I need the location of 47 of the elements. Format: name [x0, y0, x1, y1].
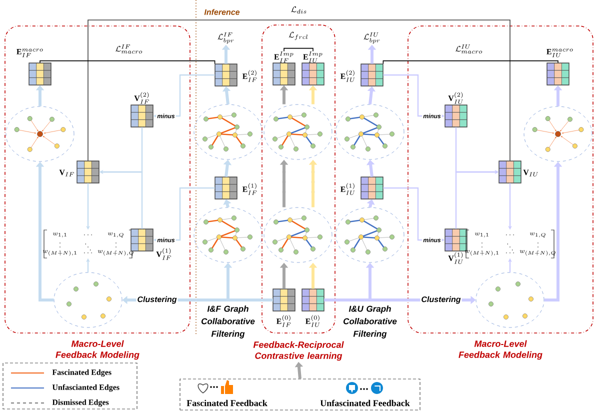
loss-label: $\mathcal{L}_{bpr}^{IF}$	[218, 32, 234, 44]
matrix-label: $\mathbf{E}_{IF}^{(1)}$	[242, 183, 257, 195]
matrix-label: $\mathbf{E}_{IU}^{(0)}$	[306, 315, 320, 327]
loss-label: $\mathcal{L}_{bpr}^{IU}$	[364, 32, 380, 44]
matrix-label: $\mathbf{E}_{IU}^{Imp}$	[303, 52, 322, 63]
loss-label: $\mathcal{L}_{frcl}$	[287, 30, 310, 42]
matrix-label: $\mathbf{E}_{IF}^{macro}$	[16, 48, 43, 58]
caption-text: I&F Graph Collaborative Filtering	[201, 306, 255, 338]
edge-label: Clustering	[420, 295, 462, 305]
weight-matrix: $w_{1,1}$ $\cdots$ $w_{1,Q}$ $\vdots$ $\ddots$ $\vdots$ $w_{(M+N),1}$ $\cdots$ $w_{(M+N),Q}$	[42, 230, 134, 258]
matrix-label: $\mathbf{V}_{IU}$	[523, 170, 538, 176]
matrix-label: $\mathbf{V}_{IU}^{(2)}$	[448, 92, 463, 104]
caption-text: I&U Graph Collaborative Filtering	[343, 306, 397, 338]
matrix-label: $\mathbf{E}_{IU}^{(1)}$	[340, 183, 355, 195]
matrix-label: $\mathbf{E}_{IU}^{(2)}$	[340, 70, 355, 82]
edge-label: Clustering	[136, 295, 178, 305]
group-title: Macro-Level Feedback Modeling	[458, 340, 542, 360]
matrix-label: $\mathbf{E}_{IU}^{macro}$	[546, 48, 573, 58]
feedback-label: Fascinated Feedback	[186, 400, 268, 406]
graph-drawing	[194, 104, 262, 160]
legend-item: Unfascianted Edges	[10, 384, 120, 392]
loss-label: $\mathcal{L}_{dis}$	[290, 6, 308, 14]
graph-drawing	[264, 207, 332, 263]
star-graph-drawing	[524, 106, 592, 162]
matrix-label: $\mathbf{V}_{IF}$	[59, 170, 74, 176]
group-title: Feedback-Reciprocal Contrastive learning	[253, 341, 344, 361]
loss-label: $\mathcal{L}_{macro}^{IU}$	[454, 44, 484, 54]
matrix-label: $\mathbf{E}_{IF}^{(0)}$	[276, 315, 291, 327]
matrix-label: $\mathbf{V}_{IF}^{(1)}$	[156, 248, 171, 260]
graph-drawing	[264, 104, 332, 160]
cluster-drawing	[54, 272, 122, 328]
graph-drawing	[336, 104, 404, 160]
feedback-label: Unfascinated Feedback	[320, 400, 410, 406]
star-graph-drawing	[6, 106, 74, 162]
cluster-drawing	[476, 272, 544, 328]
legend-item: Fascinated Edges	[10, 369, 112, 377]
graph-drawing	[194, 207, 262, 263]
matrix-label: $\mathbf{E}_{IF}^{Imp}$	[274, 52, 294, 62]
group-title: Macro-Level Feedback Modeling	[56, 340, 140, 360]
caption-text: Inference	[204, 9, 240, 15]
legend-item: Dismissed Edges	[10, 399, 109, 407]
matrix-label: $\mathbf{V}_{IF}^{(2)}$	[134, 92, 149, 104]
weight-matrix: $w_{1,1}$ $\cdots$ $w_{1,Q}$ $\vdots$ $\ddots$ $\vdots$ $w_{(M+N),1}$ $\cdots$ $w_{(M+N),Q}$	[464, 230, 556, 258]
loss-label: $\mathcal{L}_{macro}^{IF}$	[114, 44, 144, 54]
matrix-label: $\mathbf{V}_{IU}^{(1)}$	[448, 252, 463, 264]
matrix-label: $\mathbf{E}_{IF}^{(2)}$	[242, 70, 257, 82]
graph-drawing	[336, 207, 404, 263]
